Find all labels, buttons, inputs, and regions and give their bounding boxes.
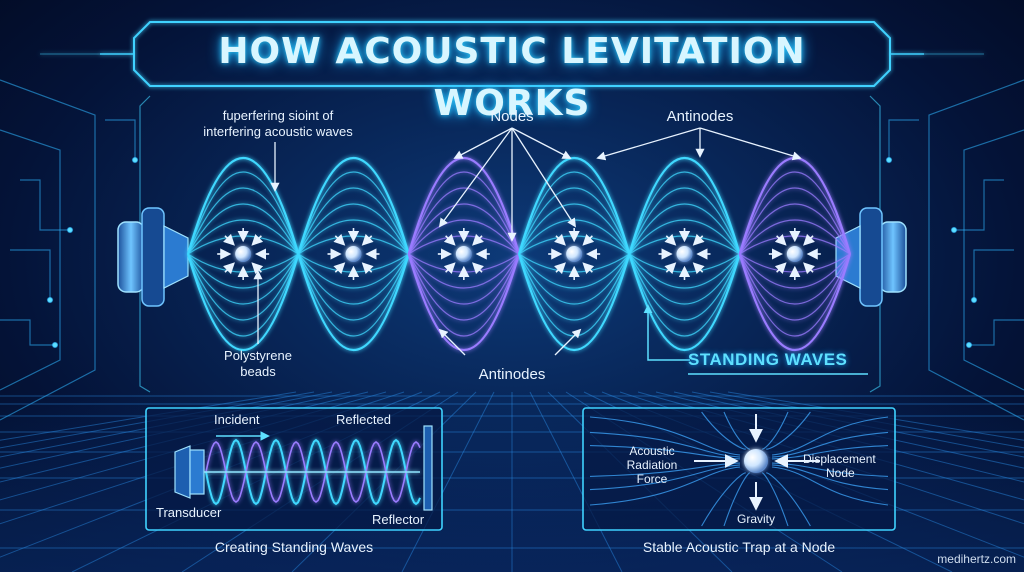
circuit-wall-left bbox=[0, 80, 138, 420]
radiation-label-line3: Force bbox=[612, 472, 692, 486]
radiation-label-line2: Radiation bbox=[612, 458, 692, 472]
bead-cluster bbox=[659, 228, 711, 280]
displacement-label-line2: Node bbox=[826, 466, 855, 480]
antinodes-label-bottom: Antinodes bbox=[462, 366, 562, 383]
bead-cluster bbox=[217, 228, 269, 280]
gravity-label: Gravity bbox=[716, 512, 796, 526]
footer-credit: medihertz.com bbox=[937, 552, 1016, 566]
nodes-label: Nodes bbox=[472, 108, 552, 125]
standing-waves-label: STANDING WAVES bbox=[688, 350, 847, 370]
page-title: HOW ACOUSTIC LEVITATION WORKS bbox=[138, 26, 886, 78]
panel-left-caption: Creating Standing Waves bbox=[146, 539, 442, 555]
incident-label: Incident bbox=[214, 412, 260, 427]
bead-cluster bbox=[328, 228, 380, 280]
reflector-label: Reflector bbox=[372, 512, 424, 527]
bead-cluster bbox=[438, 228, 490, 280]
transducer-label: Transducer bbox=[156, 505, 221, 520]
antinodes-label-top: Antinodes bbox=[652, 108, 748, 125]
transducer-left bbox=[118, 208, 188, 306]
beads-label-line1: Polystyrene bbox=[218, 348, 298, 363]
transducer-right bbox=[836, 208, 906, 306]
panel-right-caption: Stable Acoustic Trap at a Node bbox=[583, 539, 895, 555]
bead-cluster bbox=[548, 228, 600, 280]
bead-cluster bbox=[769, 228, 821, 280]
interfering-label-line2: interfering acoustic waves bbox=[178, 124, 378, 139]
circuit-wall-right bbox=[887, 80, 1024, 420]
displacement-label-line1: Displacement bbox=[803, 452, 876, 466]
reflected-label: Reflected bbox=[336, 412, 391, 427]
annotation-arrows bbox=[258, 128, 800, 355]
beads-label-line2: beads bbox=[218, 364, 298, 379]
interfering-label-line1: fuperfering sioint of bbox=[188, 108, 368, 123]
radiation-label-line1: Acoustic bbox=[612, 444, 692, 458]
